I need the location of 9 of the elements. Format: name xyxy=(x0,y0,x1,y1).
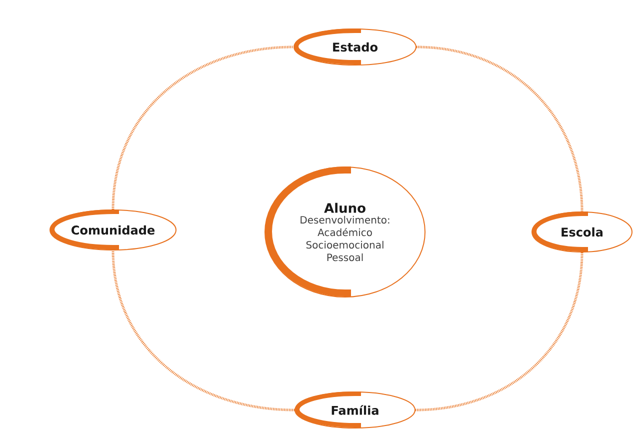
ellipse-node: Família xyxy=(294,392,416,428)
dotted-connector xyxy=(112,46,294,210)
ellipse-node: Escola xyxy=(532,212,632,252)
ellipse-node: Aluno Desenvolvimento: Académico Socioemocional Pessoal xyxy=(264,166,426,298)
dotted-connector xyxy=(415,252,584,412)
ellipse-node: Estado xyxy=(294,28,416,66)
dotted-connector xyxy=(112,250,295,412)
dotted-connector xyxy=(416,46,584,212)
ellipse-node: Comunidade xyxy=(50,210,176,250)
